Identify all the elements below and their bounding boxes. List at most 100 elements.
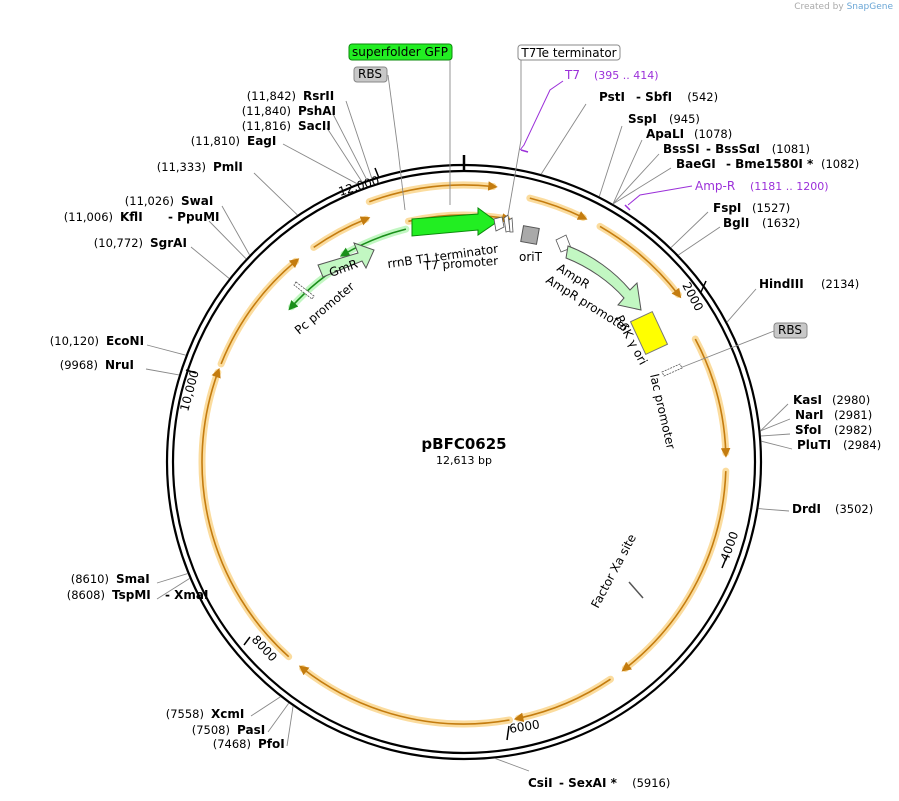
site-leader [760, 418, 791, 432]
feature-arrow[interactable] [339, 228, 407, 257]
site-kfli[interactable]: (11,006)KflI- PpuMI [64, 210, 247, 260]
site-name: SmaI [116, 572, 150, 586]
site-position: (2982) [834, 423, 872, 437]
site-baegi[interactable]: BaeGI- Bme1580I *(1082) [612, 157, 859, 205]
site-sspi[interactable]: SspI(945) [598, 112, 700, 197]
site-leader [326, 127, 363, 183]
site-apali[interactable]: ApaLI(1078) [612, 127, 732, 205]
site-xcmi[interactable]: (7558)XcmI [166, 696, 281, 721]
site-leader [678, 226, 721, 256]
orf-arrow[interactable] [298, 665, 510, 725]
site-leader [761, 440, 793, 450]
site-pasi[interactable]: (7508) PasI [192, 702, 290, 737]
backbone [165, 155, 763, 761]
site-pshai[interactable]: (11,840)PshAI [242, 104, 368, 181]
site-name: PasI [237, 723, 265, 737]
sfgfp-arrow[interactable] [411, 207, 498, 237]
site-name: PshAI [298, 104, 336, 118]
primer-t7-range: (395 .. 414) [594, 69, 659, 82]
site-psti[interactable]: PstI- SbfI(542) [540, 90, 718, 175]
site-sfoi[interactable]: SfoI (2982) [760, 423, 872, 437]
site-eagi[interactable]: (11,810)EagI [191, 134, 358, 185]
gmr-arrow[interactable] [317, 242, 375, 278]
rbs-label: RBS [358, 67, 382, 81]
site-position: (10,772) [94, 236, 143, 250]
site-name: BaeGI [676, 157, 716, 171]
site-csii[interactable]: CsiI- SexAI *(5916) [494, 757, 670, 790]
site-name-2: - Bme1580I * [726, 157, 814, 171]
site-pfoi[interactable]: (7468)PfoI [213, 706, 294, 751]
site-bsssi[interactable]: BssSI- BssSαI(1081) [612, 142, 810, 205]
site-leader [760, 403, 789, 432]
site-nari[interactable]: NarI(2981) [760, 408, 872, 432]
site-leader [760, 433, 791, 437]
site-fspi[interactable]: FspI(1527) [670, 201, 790, 248]
orf-arrow[interactable] [513, 678, 611, 722]
site-leader [598, 125, 623, 197]
site-name-2: - SbfI [636, 90, 672, 104]
site-bgli[interactable]: BglI(1632) [678, 216, 800, 256]
site-drdi[interactable]: DrdI(3502) [758, 502, 873, 516]
rbs2-label: RBS [778, 323, 802, 337]
feature-label-sfgfp[interactable]: superfolder GFP [348, 43, 453, 61]
site-econi[interactable]: (10,120)EcoNI [50, 334, 186, 356]
site-sgrai[interactable]: (10,772)SgrAI [94, 236, 230, 279]
site-smai[interactable]: (8610) SmaI [71, 572, 188, 586]
site-name: SspI [628, 112, 657, 126]
orf-arrow[interactable] [369, 181, 498, 203]
primer-ampr-name: Amp-R [695, 179, 735, 193]
site-position: (7508) [192, 723, 230, 737]
site-kasi[interactable]: KasI(2980) [760, 393, 870, 432]
site-hindiii[interactable]: HindIII(2134) [726, 277, 859, 323]
ampr-arrow[interactable] [565, 245, 642, 311]
primer-t7[interactable]: T7 (395 .. 414) [519, 68, 659, 153]
site-position: (8608) [67, 588, 105, 602]
orf-halo [515, 675, 614, 722]
site-sacii[interactable]: (11,816)SacII [242, 119, 363, 183]
site-leader [345, 100, 373, 179]
orf-arrow[interactable] [529, 197, 588, 220]
site-name: KflI [120, 210, 143, 224]
feature-label-rbs[interactable]: RBS [353, 66, 388, 83]
feature-halo [340, 225, 410, 258]
site-leader [282, 143, 358, 185]
site-leader [332, 113, 368, 181]
orf-halo [299, 665, 513, 728]
orf-arrow[interactable] [694, 338, 731, 458]
site-leader [758, 508, 790, 512]
orf-arrow[interactable] [621, 471, 727, 672]
site-position: (2134) [821, 277, 859, 291]
site-position: (2981) [834, 408, 872, 422]
site-name: CsiI [528, 776, 553, 790]
site-position: (9968) [60, 358, 98, 372]
site-nrui[interactable]: (9968) NruI [60, 358, 180, 376]
site-pluti[interactable]: PluTI(2984) [761, 438, 881, 452]
orf-arrow[interactable] [599, 225, 682, 299]
site-rsrii[interactable]: (11,842)RsrII [247, 89, 373, 179]
orit-box[interactable] [520, 225, 540, 245]
site-name: SfoI [795, 423, 822, 437]
site-leader [156, 578, 190, 600]
site-name: KasI [793, 393, 822, 407]
site-leader [612, 139, 643, 205]
site-tspmi[interactable]: (8608) TspMI - XmaI [67, 578, 209, 602]
orf-arrow[interactable] [313, 216, 371, 249]
r6k-ori-box[interactable] [629, 310, 669, 356]
site-leader [208, 220, 247, 260]
feature-label-rbs2[interactable]: RBS [773, 322, 808, 339]
site-name: TspMI [112, 588, 151, 602]
primer-ampr[interactable]: Amp-R (1181 .. 1200) [624, 179, 829, 211]
site-leader [221, 205, 250, 256]
site-position: (8610) [71, 572, 109, 586]
site-position: (11,810) [191, 134, 240, 148]
orf-arrow[interactable] [201, 367, 290, 658]
site-name: FspI [713, 201, 741, 215]
site-name: PstI [599, 90, 625, 104]
site-name: NruI [105, 358, 134, 372]
site-position: (1081) [772, 142, 810, 156]
feature-label-t7te[interactable]: T7Te terminator [517, 44, 621, 61]
site-swai[interactable]: (11,026)SwaI [125, 194, 250, 256]
orf-arrow[interactable] [220, 258, 300, 365]
site-pmli[interactable]: (11,333)PmlI [157, 160, 298, 216]
site-name-2: - XmaI [165, 588, 208, 602]
